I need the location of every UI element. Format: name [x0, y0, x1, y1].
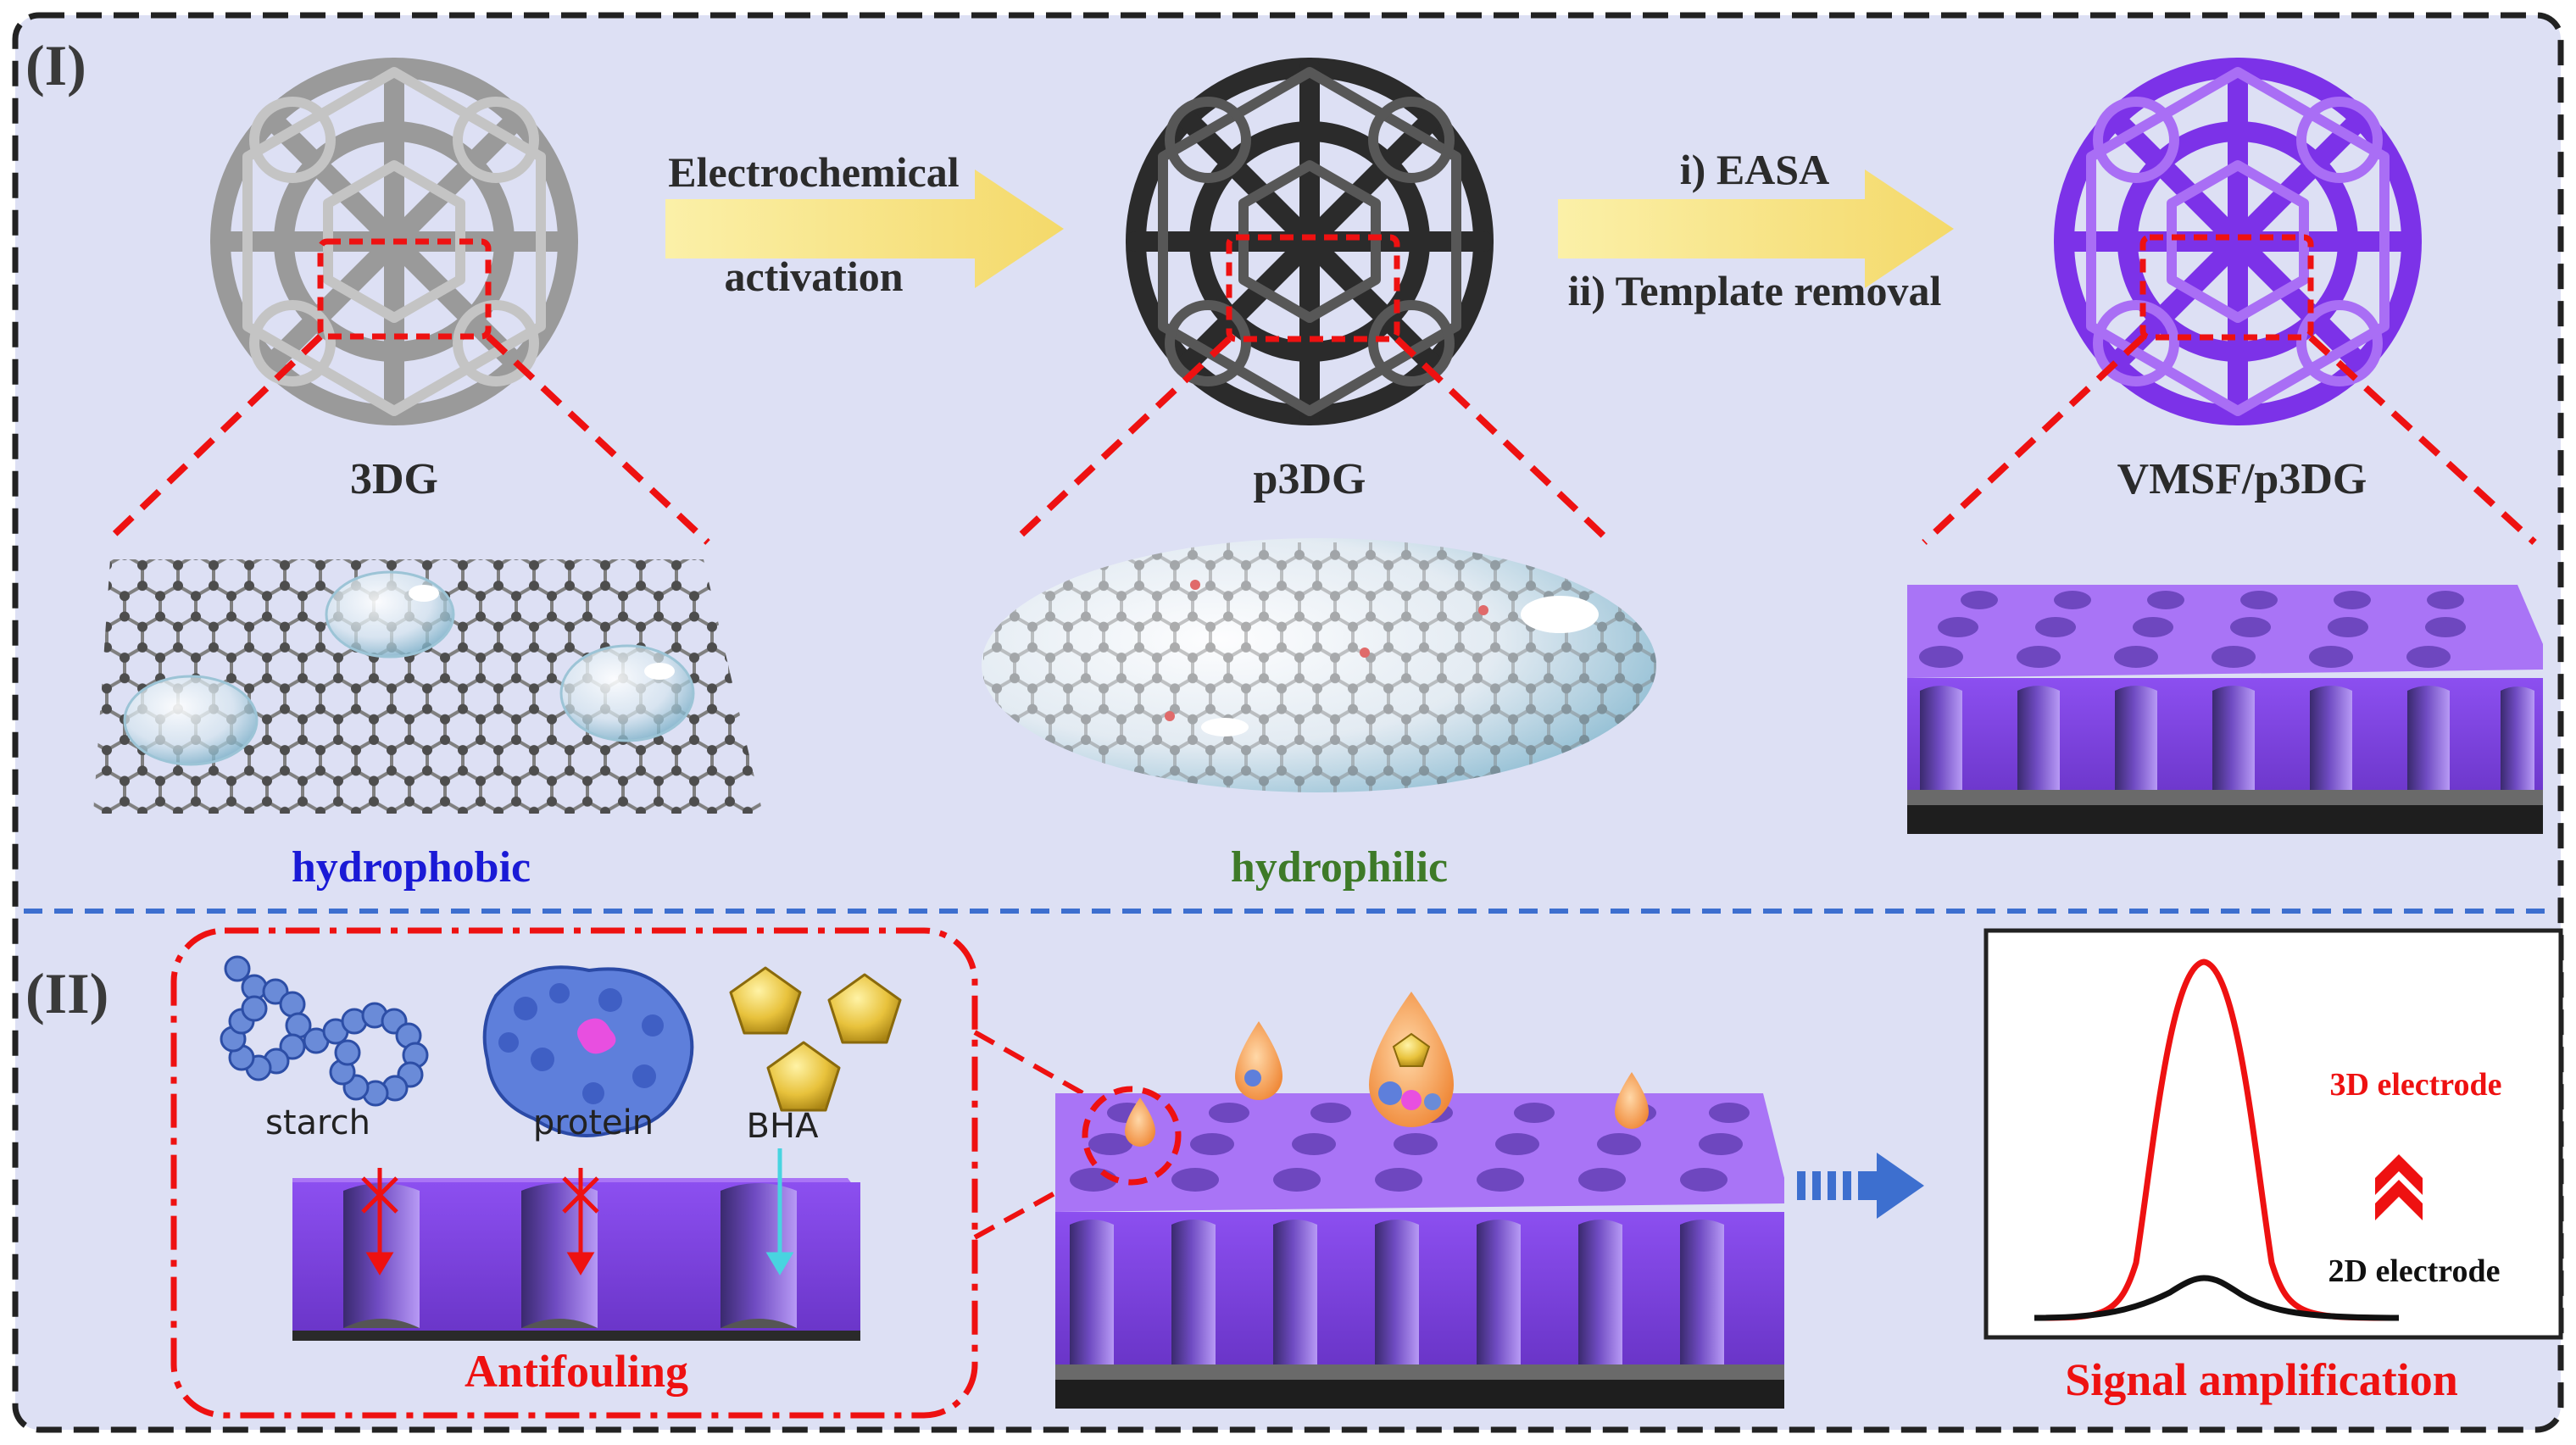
curve-3d-electrode: [2034, 959, 2400, 1321]
blocked-arrow-icon: [361, 1168, 599, 1275]
starch-molecule-icon: [220, 955, 429, 1107]
signal-chart: 3D electrode 2D electrode: [1983, 928, 2563, 1340]
step1-label-line1: Electrochemical: [668, 148, 959, 196]
label-hydrophobic: hydrophobic: [292, 843, 531, 892]
label-3dg: 3DG: [350, 455, 438, 503]
label-vmsf-p3dg: VMSF/p3DG: [2117, 455, 2367, 503]
vmsf-film-with-analytes: [1055, 992, 1784, 1409]
arrow-step2-icon: [1558, 170, 1954, 288]
label-starch: starch: [265, 1103, 370, 1142]
label-p3dg: p3DG: [1254, 455, 1366, 503]
water-droplet-icon: [325, 570, 455, 659]
bha-molecule-icon: [729, 966, 902, 1112]
zoom-box-p3dg: [1226, 234, 1400, 342]
graphene-sheet-hydrophilic: [982, 538, 1656, 792]
analyte-droplet-icon: [1125, 1098, 1155, 1147]
label-3d-electrode: 3D electrode: [2330, 1067, 2502, 1103]
label-bha: BHA: [747, 1107, 820, 1146]
protein-molecule-icon: [482, 965, 694, 1137]
label-antifouling: Antifouling: [465, 1346, 688, 1397]
antifouling-inset-frame: [170, 927, 978, 1419]
analyte-droplet-icon: [1615, 1072, 1649, 1129]
increase-chevron-icon: [2375, 1154, 2423, 1220]
label-hydrophilic: hydrophilic: [1231, 843, 1448, 892]
curve-2d-electrode: [2034, 1275, 2400, 1321]
graphene-sheet-hydrophobic: [93, 559, 763, 814]
label-protein: protein: [533, 1103, 654, 1142]
vmsf-film-block: [1907, 585, 2543, 834]
panel-label-ii: (II): [25, 961, 108, 1025]
label-2d-electrode: 2D electrode: [2328, 1253, 2501, 1289]
outer-dashed-border: [12, 12, 2564, 1433]
water-droplet-icon: [123, 675, 259, 766]
framework-p3dg-icon: [1126, 58, 1494, 425]
zoom-box-3dg: [317, 238, 492, 340]
step2-label-line1: i) EASA: [1680, 146, 1829, 193]
framework-vmsf-icon: [2054, 58, 2422, 425]
zoom-circle: [1082, 1086, 1182, 1186]
step2-label-line2: ii) Template removal: [1568, 267, 1942, 314]
permeation-arrow-icon: [765, 1148, 794, 1275]
label-signal-amplification: Signal amplification: [2065, 1354, 2458, 1405]
zoom-box-vmsf: [2139, 234, 2314, 341]
zoom-lines: [103, 334, 2537, 545]
water-droplet-icon: [559, 644, 695, 742]
arrow-step1-icon: [665, 170, 1064, 288]
panel-label-i: (I): [25, 33, 86, 97]
step1-label-line2: activation: [724, 253, 903, 300]
arrow-to-signal-icon: [1797, 1153, 1924, 1219]
